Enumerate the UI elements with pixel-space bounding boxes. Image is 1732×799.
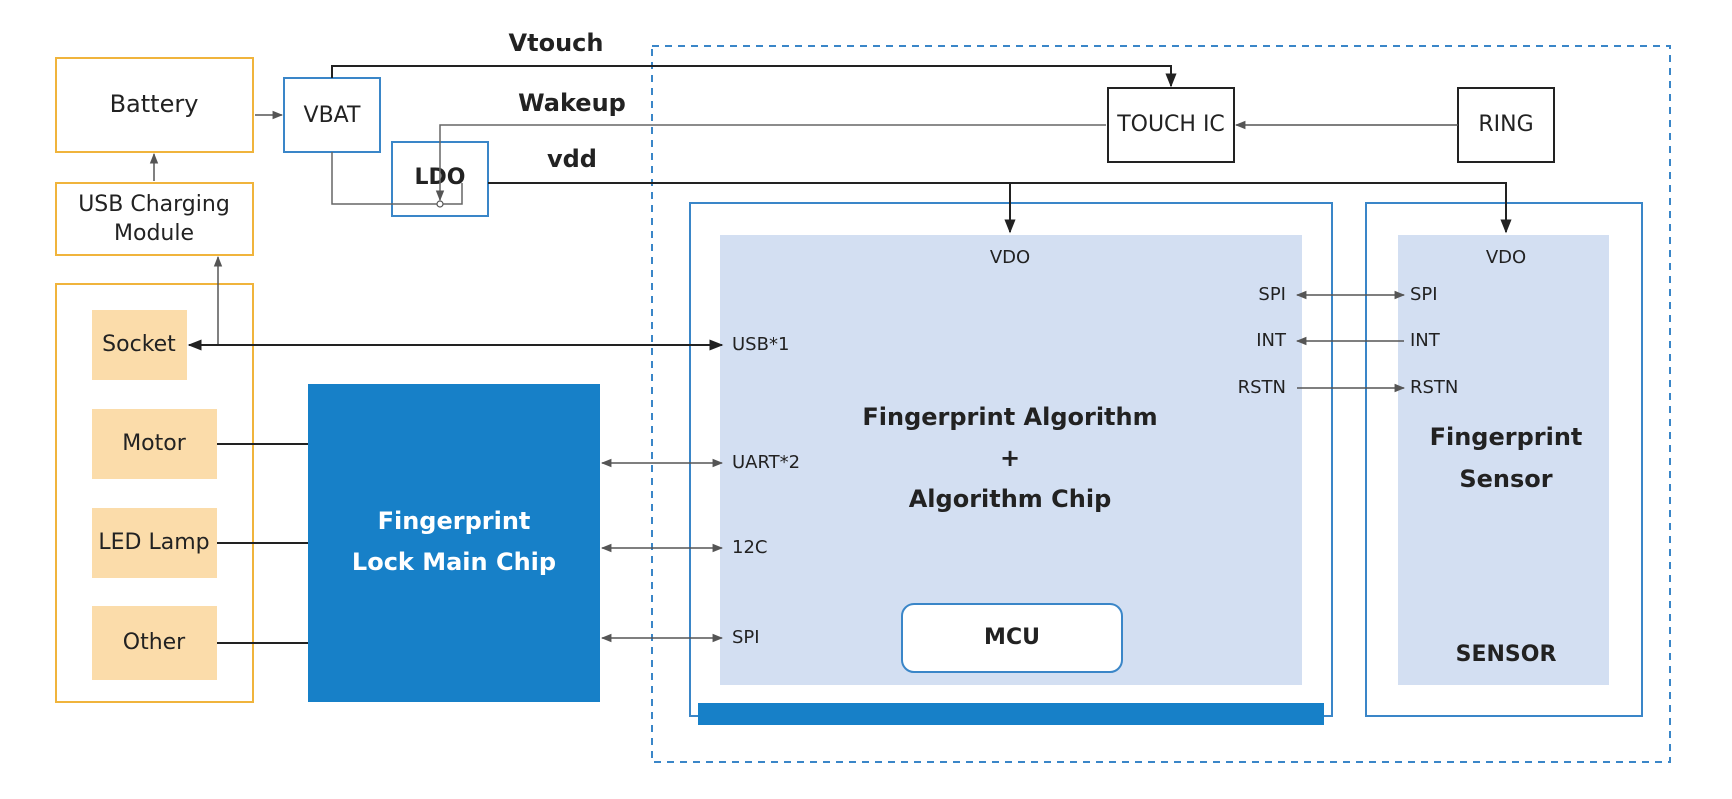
usb-charging-module-box: USB Charging Module (55, 182, 254, 256)
vtouch-label: Vtouch (509, 29, 604, 57)
main-chip-label-line2: Lock Main Chip (352, 548, 556, 576)
sensor-vdo-label: VDO (1486, 247, 1526, 268)
algo-title-line1: Fingerprint Algorithm (862, 403, 1157, 431)
vdd-label: vdd (547, 145, 597, 173)
main-chip-label-line1: Fingerprint (378, 507, 531, 535)
algo-i2c-label: 12C (732, 537, 767, 558)
sensor-title-line2: Sensor (1459, 465, 1552, 493)
sensor-spi-label: SPI (1410, 284, 1438, 305)
ldo-junction-dot (436, 200, 444, 208)
algo-vdo-label: VDO (990, 247, 1030, 268)
led-lamp-label: LED Lamp (98, 530, 209, 555)
algo-title-line3: Algorithm Chip (909, 485, 1112, 513)
wakeup-label: Wakeup (518, 89, 626, 117)
mcu-label: MCU (984, 625, 1040, 650)
other-label: Other (123, 630, 186, 655)
sensor-title-line1: Fingerprint (1430, 423, 1583, 451)
vbat-to-ldo-line (331, 152, 463, 205)
battery-label: Battery (110, 90, 199, 118)
sensor-int-label: INT (1410, 330, 1441, 351)
motor-box: Motor (92, 409, 217, 479)
vtouch-line (331, 65, 1177, 88)
vbat-label: VBAT (304, 103, 361, 128)
vdd-line-to-sensor (488, 182, 1512, 234)
socket-box: Socket (92, 310, 187, 380)
algo-usb-label: USB*1 (732, 334, 789, 355)
usb-charging-label-line2: Module (114, 221, 194, 246)
sensor-body (1398, 235, 1609, 685)
other-box: Other (92, 606, 217, 680)
vbat-box: VBAT (283, 77, 381, 153)
algo-title-line2: + (1000, 444, 1020, 472)
mcu-box: MCU (901, 603, 1123, 673)
motor-label: Motor (122, 431, 187, 456)
battery-box: Battery (55, 57, 254, 153)
algo-int-label: INT (1256, 330, 1287, 351)
touch-ic-label: TOUCH IC (1116, 112, 1225, 137)
touch-ic-box: TOUCH IC (1107, 87, 1235, 163)
main-chip-body (308, 384, 600, 702)
algo-rstn-label: RSTN (1238, 377, 1286, 398)
algo-spi-right-label: SPI (1258, 284, 1286, 305)
ring-box: RING (1457, 87, 1555, 163)
led-lamp-box: LED Lamp (92, 508, 217, 578)
sensor-label: SENSOR (1456, 642, 1557, 667)
socket-label: Socket (102, 332, 176, 357)
usb-charging-label-line1: USB Charging (78, 192, 230, 217)
ring-label: RING (1478, 112, 1533, 137)
module-dashed-region (651, 45, 1671, 763)
algo-spi-left-label: SPI (732, 627, 760, 648)
wakeup-line (435, 124, 1106, 202)
algorithm-module-bottom-bar (698, 703, 1324, 725)
sensor-rstn-label: RSTN (1410, 377, 1458, 398)
algo-uart-label: UART*2 (732, 452, 800, 473)
